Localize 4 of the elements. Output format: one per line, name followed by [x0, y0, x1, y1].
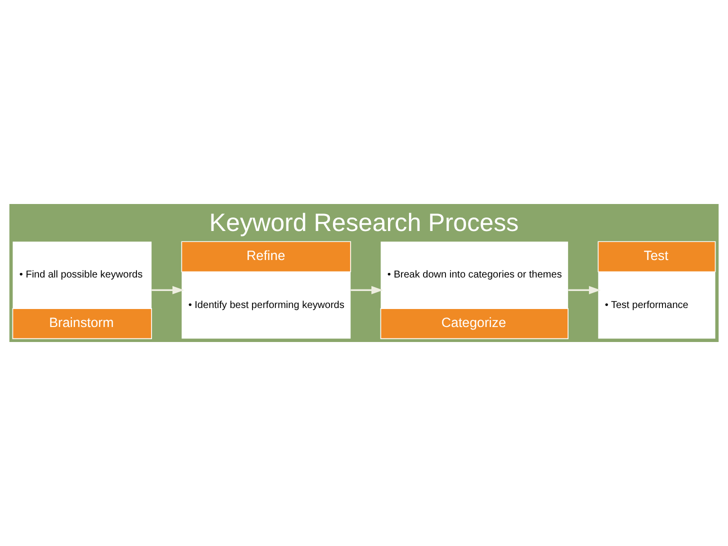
arrow: [568, 286, 601, 294]
arrow: [152, 286, 184, 294]
arrow: [350, 286, 384, 294]
diagram-title: Keyword Research Process: [209, 208, 519, 237]
